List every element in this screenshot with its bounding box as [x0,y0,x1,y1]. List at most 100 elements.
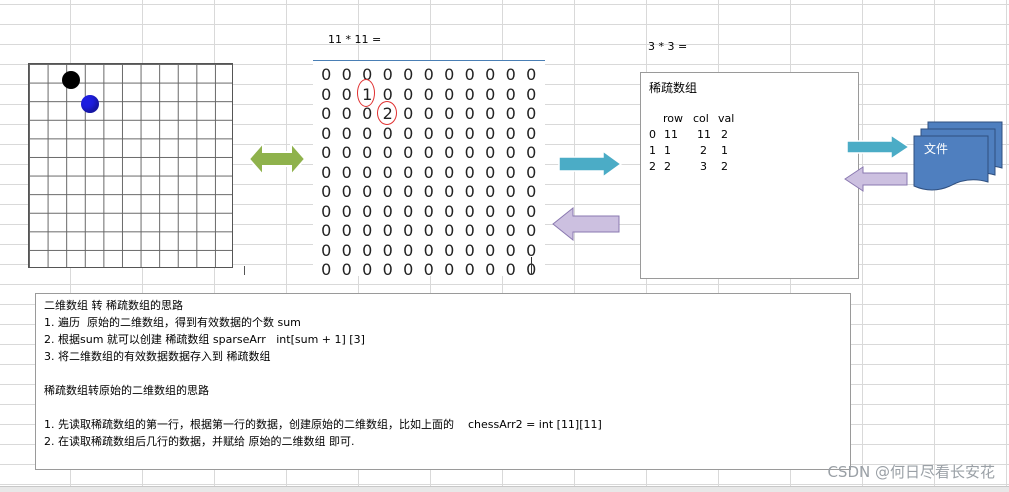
matrix-cell: 0 [362,104,373,123]
matrix-cell: 0 [341,201,352,221]
matrix-cell: 0 [444,182,455,201]
matrix-cell: 0 [341,260,352,279]
matrix-cell: 0 [444,104,455,123]
header-col: col [693,112,709,125]
matrix-cell: 0 [505,143,516,162]
matrix-cell: 0 [464,84,475,104]
matrix-cell: 0 [341,162,352,182]
matrix-cell: 0 [444,143,455,162]
black-stone [62,71,80,89]
matrix-cell: 0 [423,240,434,260]
sparse-cell: 1 [721,144,728,157]
matrix-cell: 0 [444,240,455,260]
matrix-cell: 0 [444,260,455,279]
matrix-cell: 0 [341,182,352,201]
matrix-cell: 0 [485,201,496,221]
matrix-cell: 0 [464,123,475,143]
matrix-cell: 0 [485,143,496,162]
matrix-cell: 0 [321,201,332,221]
matrix-cell: 0 [362,240,373,260]
load-arrow-icon [844,166,908,192]
matrix-cell: 0 [382,221,393,240]
matrix-cell: 0 [444,84,455,104]
file-stack-icon: 文件 [912,120,1004,192]
matrix-cell: 0 [341,221,352,240]
matrix-cell: 0 [403,65,414,84]
matrix-cell: 0 [321,162,332,182]
matrix-cell: 0 [485,162,496,182]
matrix-cell: 0 [423,162,434,182]
matrix-cell: 0 [423,84,434,104]
matrix-cell: 0 [526,182,537,201]
matrix-cell: 0 [403,182,414,201]
matrix-cell: 0 [423,123,434,143]
matrix-cell: 0 [505,221,516,240]
sparse-cell: 2 [721,160,728,173]
notes-line: 1. 遍历 原始的二维数组，得到有效数据的个数 sum [44,316,301,329]
matrix-cell: 0 [444,201,455,221]
matrix-cell: 0 [505,240,516,260]
matrix-cell: 0 [403,201,414,221]
matrix-cell: 0 [423,104,434,123]
matrix-cell: 0 [464,182,475,201]
matrix-cell: 0 [485,104,496,123]
matrix-cell: 0 [321,240,332,260]
sparse-cell: 0 [649,128,656,141]
matrix-cell: 0 [526,143,537,162]
matrix-cell: 0 [505,123,516,143]
right-arrow-icon [558,150,623,178]
left-arrow-icon [552,207,620,241]
matrix-cell: 0 [362,260,373,279]
matrix-cell: 0 [526,201,537,221]
matrix-cell: 0 [403,240,414,260]
matrix-cell: 0 [362,123,373,143]
notes-line: 二维数组 转 稀疏数组的思路 [44,299,183,312]
matrix-cell: 0 [444,123,455,143]
matrix-dimension-label: 11 * 11 = [328,33,382,46]
matrix-cell: 0 [321,65,332,84]
matrix-cell: 0 [464,240,475,260]
matrix-cell: 0 [464,201,475,221]
matrix-cell: 0 [382,65,393,84]
sparse-cell: 2 [700,144,707,157]
bidirectional-arrow-icon [247,140,307,178]
matrix-cell: 0 [444,162,455,182]
matrix-cell: 0 [341,143,352,162]
matrix-cell: 0 [362,221,373,240]
matrix-cell: 0 [526,221,537,240]
notes-line: 3. 将二维数组的有效数据数据存入到 稀疏数组 [44,350,271,363]
matrix-cell: 0 [321,221,332,240]
matrix-cell: 0 [341,123,352,143]
matrix-cell: 0 [321,143,332,162]
matrix-cell: 0 [485,260,496,279]
matrix-cell: 0 [362,143,373,162]
matrix-cell: 0 [403,260,414,279]
matrix-cell: 0 [464,162,475,182]
notes-line [44,399,842,416]
matrix-cell: 0 [464,104,475,123]
matrix-cell: 0 [382,201,393,221]
matrix-cell: 0 [485,240,496,260]
matrix-cell: 0 [464,221,475,240]
notes-line: 2. 根据sum 就可以创建 稀疏数组 sparseArr int[sum + … [44,333,365,346]
sparse-dimension-label: 3 * 3 = [648,40,688,53]
matrix-cell: 0 [403,143,414,162]
matrix-cell: 0 [526,84,537,104]
matrix-cell: 0 [505,84,516,104]
matrix-cell: 0 [485,65,496,84]
highlight-circle-1 [357,79,375,107]
matrix-cell: 0 [485,84,496,104]
matrix-cell: 0 [382,123,393,143]
file-label: 文件 [924,142,949,156]
matrix-cell: 0 [464,143,475,162]
notes-textbox[interactable]: 二维数组 转 稀疏数组的思路 1. 遍历 原始的二维数组，得到有效数据的个数 s… [35,293,851,470]
matrix-cell: 0 [362,182,373,201]
sparse-cell: 11 [664,128,678,141]
cursor-mark [244,266,245,275]
matrix-cell: 0 [382,240,393,260]
bottom-scrollbar[interactable] [0,486,1009,492]
matrix-cell: 0 [403,221,414,240]
matrix-cell: 0 [464,260,475,279]
matrix-cell: 0 [321,260,332,279]
